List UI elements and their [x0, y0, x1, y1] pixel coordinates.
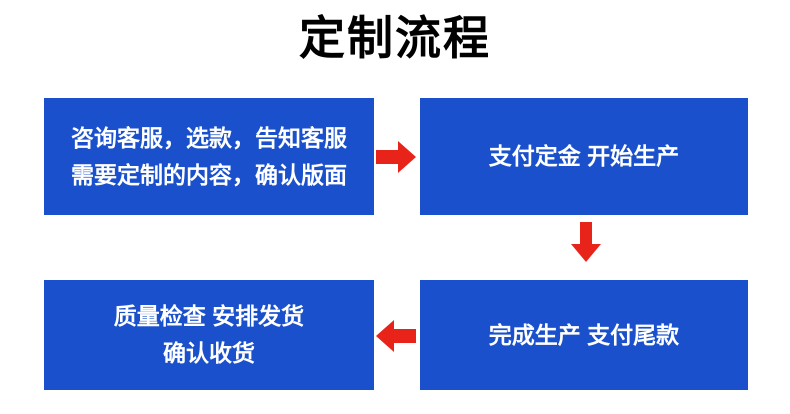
flow-step-inspect-label: 质量检查 安排发货 确认收货 [113, 303, 305, 366]
flow-step-finish-label: 完成生产 支付尾款 [488, 321, 680, 348]
arrow-down-icon [569, 222, 603, 262]
flow-step-inspect: 质量检查 安排发货 确认收货 [44, 280, 374, 390]
flow-step-finish: 完成生产 支付尾款 [420, 280, 748, 390]
flow-step-consult: 咨询客服，选款，告知客服 需要定制的内容，确认版面 [44, 98, 374, 215]
arrow-left-icon [376, 318, 416, 354]
flow-step-consult-label: 咨询客服，选款，告知客服 需要定制的内容，确认版面 [71, 124, 347, 188]
page-title: 定制流程 [299, 12, 491, 64]
flow-step-deposit: 支付定金 开始生产 [420, 98, 748, 215]
flow-step-deposit-label: 支付定金 开始生产 [488, 143, 680, 169]
arrow-right-icon [376, 139, 416, 175]
